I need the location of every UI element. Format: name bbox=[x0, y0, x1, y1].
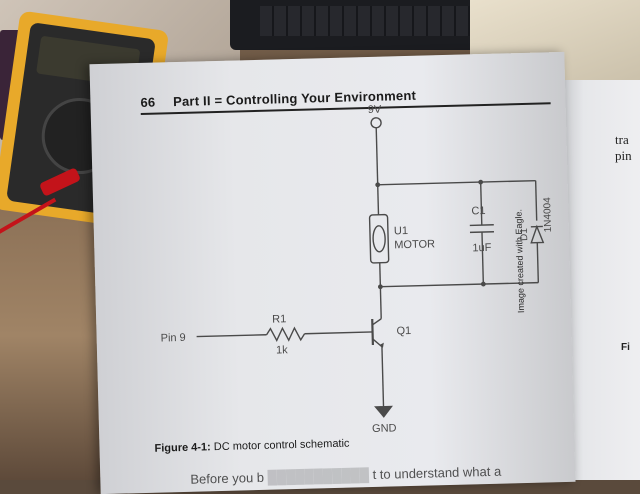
photo-scene: tra pin Fi 66 Part II = Controlling Your… bbox=[0, 0, 640, 480]
supply-label: 9V bbox=[368, 104, 382, 116]
diode-icon bbox=[531, 226, 543, 242]
motor-winding bbox=[373, 226, 386, 252]
ground-label: GND bbox=[372, 422, 397, 435]
motor-label: MOTOR bbox=[394, 238, 435, 251]
ground-icon bbox=[376, 407, 392, 417]
figure-caption-label: Figure 4-1: bbox=[154, 441, 211, 454]
transistor-ref: Q1 bbox=[396, 325, 411, 337]
right-page-fragment: tra bbox=[615, 132, 629, 148]
supply-terminal-icon bbox=[371, 118, 381, 128]
right-page-fragment: Fi bbox=[621, 342, 630, 353]
book-page: 66 Part II = Controlling Your Environmen… bbox=[89, 52, 575, 494]
resistor-ref: R1 bbox=[272, 313, 286, 325]
body-text-start: Before you b bbox=[190, 470, 264, 487]
input-label: Pin 9 bbox=[160, 332, 185, 345]
motor-ref: U1 bbox=[394, 225, 408, 237]
laptop-keyboard bbox=[260, 6, 470, 36]
resistor-value: 1k bbox=[276, 344, 288, 356]
right-page-fragment: pin bbox=[615, 148, 632, 164]
cap-value: 1uF bbox=[472, 242, 492, 254]
diode-value: 1N4004 bbox=[542, 197, 554, 233]
capacitor-plate bbox=[470, 225, 494, 226]
motor-icon bbox=[369, 215, 388, 263]
resistor-icon bbox=[266, 328, 304, 341]
dc-motor-schematic: 9V GND U1 MOTOR C1 1uF D1 1N4004 R1 1k Q… bbox=[89, 52, 575, 494]
cap-ref: C1 bbox=[471, 205, 485, 217]
